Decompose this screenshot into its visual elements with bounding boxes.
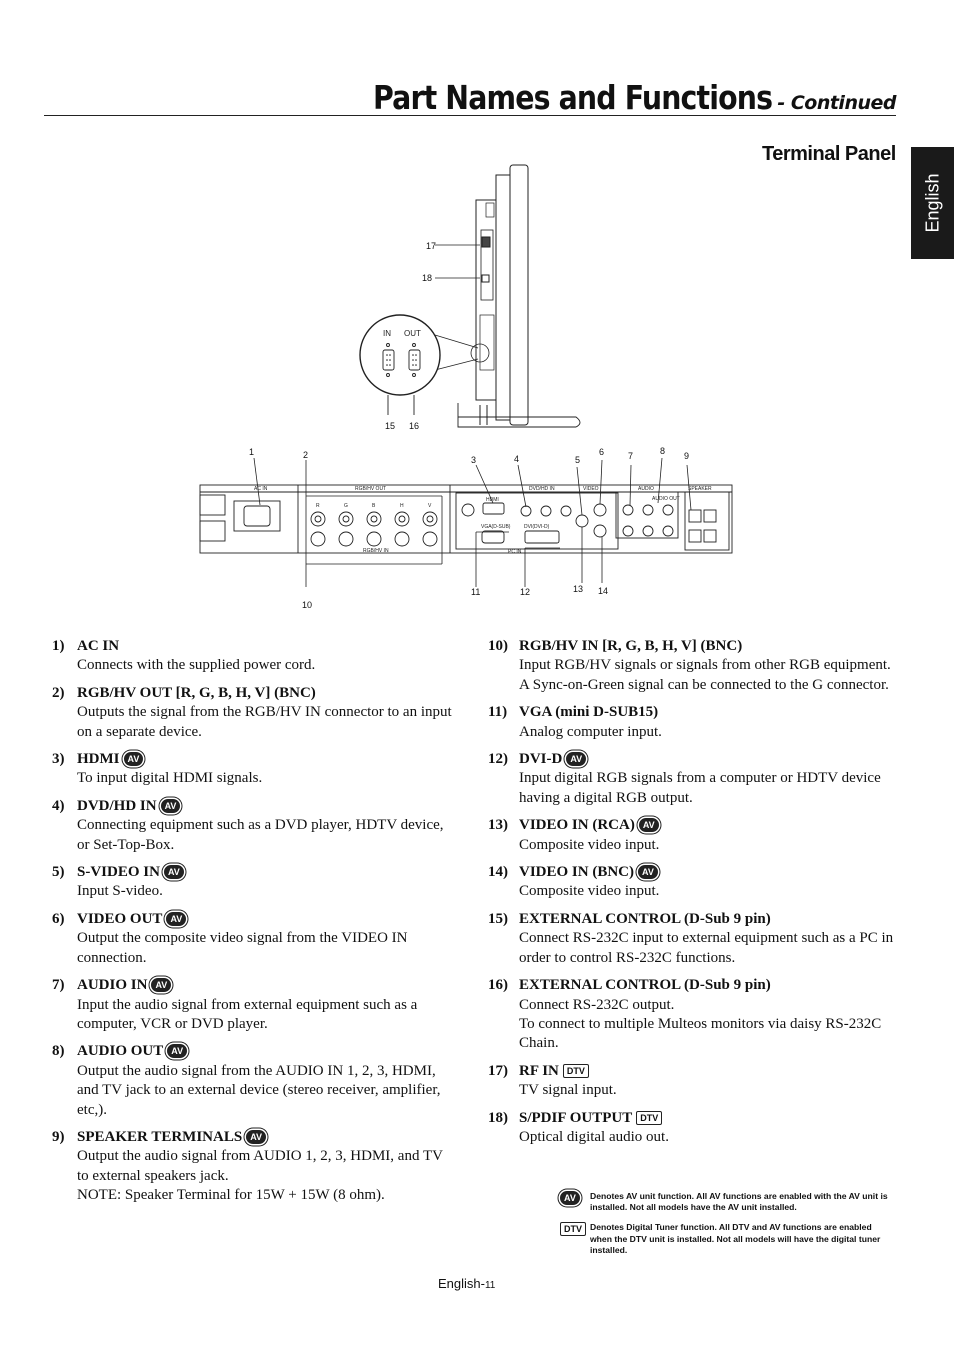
page-footer: English-11 xyxy=(438,1276,495,1291)
list-item: 15)EXTERNAL CONTROL (D-Sub 9 pin)Connect… xyxy=(488,910,894,966)
av-badge-icon: AV xyxy=(560,1191,580,1205)
callout-10: 10 xyxy=(302,600,312,610)
av-badge-icon: AV xyxy=(566,752,587,767)
callout-11: 11 xyxy=(471,587,480,597)
label-rgb-r: R xyxy=(316,503,320,509)
list-item: 10)RGB/HV IN [R, G, B, H, V] (BNC)Input … xyxy=(488,638,891,693)
label-video: VIDEO xyxy=(583,486,599,492)
page-title-suffix: - Continued xyxy=(777,92,896,114)
callout-14: 14 xyxy=(598,586,608,596)
label-ac-in: AC IN xyxy=(254,486,268,492)
av-badge-icon: AV xyxy=(123,752,144,767)
label-rgb-b: B xyxy=(372,503,376,509)
zoom-in-label: IN xyxy=(383,329,391,338)
zoom-out-label: OUT xyxy=(404,329,421,338)
label-hdmi: HDMI xyxy=(486,497,499,503)
av-badge-icon: AV xyxy=(166,911,187,926)
monitor-side-view xyxy=(457,164,581,428)
callout-5: 5 xyxy=(575,455,580,465)
callout-6: 6 xyxy=(599,447,604,457)
label-rgb-g: G xyxy=(344,503,348,509)
label-dvi: DVI(DVI-D) xyxy=(524,524,550,530)
dtv-badge-icon: DTV xyxy=(636,1110,663,1125)
callout-1: 1 xyxy=(249,447,254,457)
language-tab-label: English xyxy=(922,173,942,233)
av-badge-icon: AV xyxy=(151,978,172,993)
page-title: Part Names and Functions - Continued xyxy=(308,78,897,117)
label-rgbhv-out: RGB/HV OUT xyxy=(355,486,386,492)
av-badge-icon: AV xyxy=(167,1044,188,1059)
dtv-badge-icon: DTV xyxy=(560,1222,586,1237)
av-badge-icon: AV xyxy=(638,818,659,833)
language-tab: English xyxy=(911,147,954,259)
label-speaker: SPEAKER xyxy=(688,486,712,492)
bnc-connectors xyxy=(310,502,717,547)
av-badge-icon: AV xyxy=(246,1129,267,1144)
terminal-panel-diagram: IN OUT xyxy=(199,164,733,610)
list-item: 11)VGA (mini D-SUB15)Analog computer inp… xyxy=(488,704,662,740)
list-item: 2)RGB/HV OUT [R, G, B, H, V] (BNC)Output… xyxy=(52,684,452,740)
label-rgb-v: V xyxy=(428,503,432,509)
callout-15: 15 xyxy=(385,421,395,431)
label-vga: VGA(D-SUB) xyxy=(481,524,511,530)
label-dvd-hd-in: DVD/HD IN xyxy=(529,486,555,492)
items-right-column: 10)RGB/HV IN [R, G, B, H, V] (BNC)Input … xyxy=(488,637,898,1155)
label-pc-in: PC IN xyxy=(508,549,522,555)
label-audio-out: AUDIO OUT xyxy=(652,496,680,502)
external-control-zoom: IN OUT xyxy=(359,314,441,415)
list-item: 16)EXTERNAL CONTROL (D-Sub 9 pin)Connect… xyxy=(488,977,882,1052)
dtv-badge-icon: DTV xyxy=(562,1063,589,1078)
page-title-main: Part Names and Functions xyxy=(372,78,773,117)
label-audio: AUDIO xyxy=(638,486,654,492)
callout-lines-panel xyxy=(253,457,692,587)
rear-panel xyxy=(199,484,733,554)
label-rgb-h: H xyxy=(400,503,404,509)
callout-7: 7 xyxy=(628,451,633,461)
callout-4: 4 xyxy=(514,454,519,464)
av-badge-icon: AV xyxy=(163,865,184,880)
title-rule xyxy=(44,115,896,116)
label-rgbhv-in: RGB/HV IN xyxy=(363,548,389,554)
callout-lines-side xyxy=(434,244,480,371)
page-number: 11 xyxy=(484,1280,496,1291)
callout-2: 2 xyxy=(303,450,308,460)
callout-17: 17 xyxy=(426,241,436,251)
callout-12: 12 xyxy=(520,587,530,597)
callout-18: 18 xyxy=(422,273,432,283)
av-badge-icon: AV xyxy=(160,798,181,813)
av-badge-icon: AV xyxy=(638,865,658,880)
callout-8: 8 xyxy=(660,446,665,456)
footer-label: English- xyxy=(438,1276,485,1291)
section-title: Terminal Panel xyxy=(762,143,896,165)
callout-16: 16 xyxy=(409,421,419,431)
callout-9: 9 xyxy=(684,451,689,461)
callout-13: 13 xyxy=(573,584,583,594)
callout-3: 3 xyxy=(471,455,476,465)
